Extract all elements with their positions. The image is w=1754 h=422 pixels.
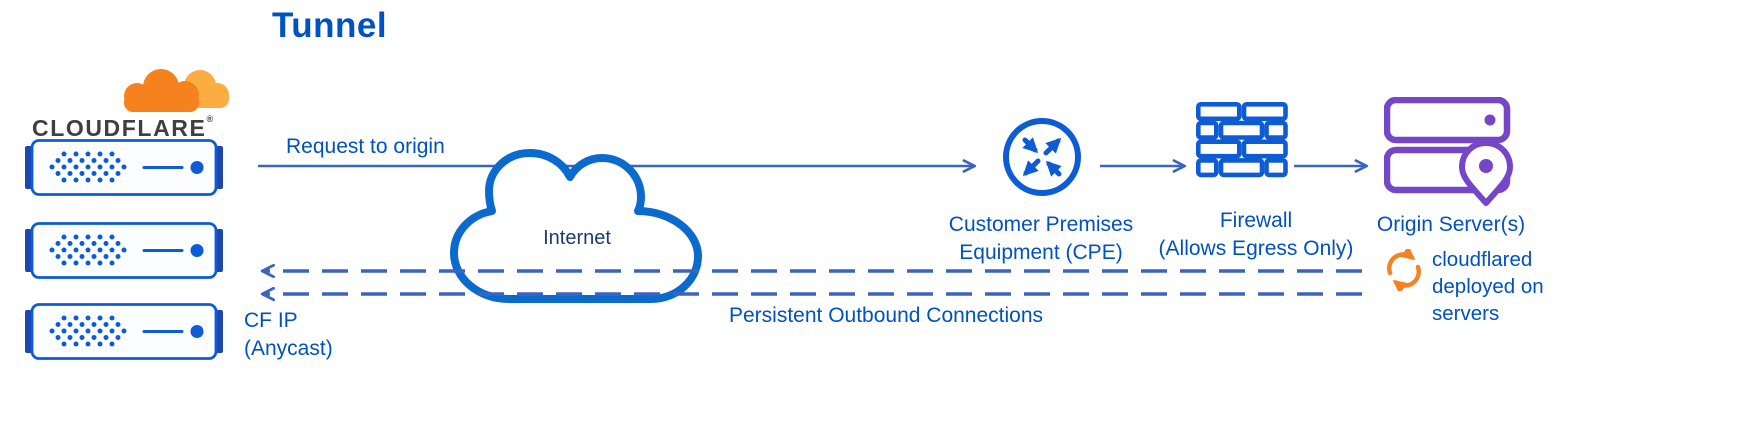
edge-server-icon-3 [24,303,224,360]
cloudflare-wordmark: CLOUDFLARE® [32,114,213,142]
cloudflared-sync-icon [1387,249,1421,291]
page-title: Tunnel [272,6,388,45]
cloud-icon [450,149,702,303]
cpe-label: Customer Premises Equipment (CPE) [948,213,1134,264]
internet-cloud: Internet [441,147,713,305]
registered-mark: ® [206,114,214,124]
firewall-icon [1196,102,1288,178]
cf-ip-anycast-label: CF IP (Anycast) [244,309,333,360]
cloudflared-label: cloudflared deployed on servers [1432,248,1544,326]
cpe-router-icon [1003,118,1081,196]
cloudflare-cloud-icon [124,69,229,112]
origin-server-label: Origin Server(s) [1376,213,1526,236]
internet-label: Internet [543,227,611,249]
origin-server-icon [1384,97,1513,206]
wordmark-text: CLOUDFLARE [32,115,207,141]
edge-server-icon-2 [24,222,224,279]
persistent-outbound-label: Persistent Outbound Connections [729,304,1044,327]
request-to-origin-label: Request to origin [286,135,445,158]
firewall-label: Firewall (Allows Egress Only) [1158,209,1354,260]
edge-server-icon-1 [24,139,224,196]
